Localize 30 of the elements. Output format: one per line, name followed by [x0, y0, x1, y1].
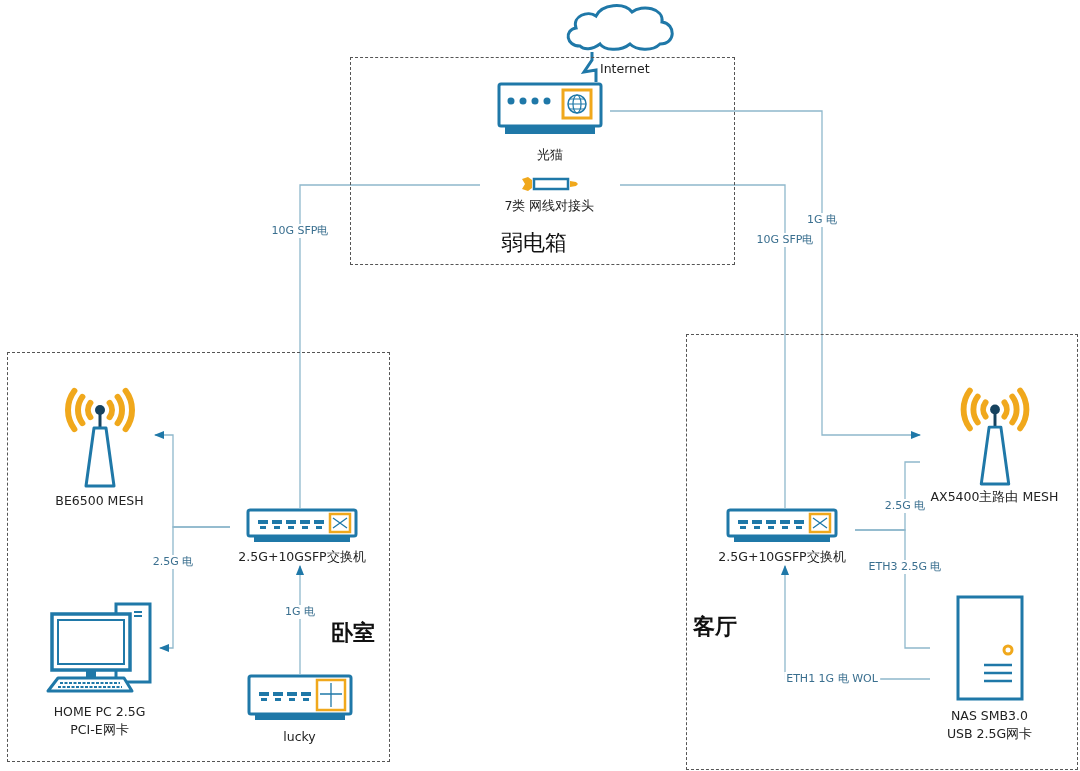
device-label: NAS SMB3.0 USB 2.5G网卡 [945, 706, 1034, 743]
device-label: AX5400主路由 MESH [929, 487, 1060, 506]
edge-label: ETH1 1G 电 WOL [784, 672, 880, 686]
lightning-link [580, 52, 598, 82]
edge-label: 2.5G 电 [150, 555, 196, 569]
device-label: 2.5G+10GSFP交换机 [717, 547, 847, 566]
edge-label: 1G 电 [805, 213, 839, 227]
cable-line [158, 526, 231, 653]
cable-line [295, 564, 305, 675]
edge-label: ETH3 2.5G 电 [866, 560, 944, 574]
cable-line [609, 110, 922, 440]
zone-title: 客厅 [693, 613, 737, 641]
edge-label: 10G SFP电 [269, 224, 331, 238]
device-label: lucky [282, 727, 317, 746]
device-label: BE6500 MESH [54, 491, 145, 510]
edge-label: 1G 电 [283, 605, 317, 619]
zone-title: 弱电箱 [501, 229, 567, 257]
device-label: HOME PC 2.5G PCI-E网卡 [52, 702, 147, 739]
device-label: 2.5G+10GSFP交换机 [237, 547, 367, 566]
edge-label: 10G SFP电 [754, 233, 816, 247]
room-zone [7, 352, 390, 762]
cable-line [299, 184, 481, 509]
room-zone [350, 57, 735, 265]
zone-title: 卧室 [331, 619, 375, 647]
device-label: 7类 网线对接头 [503, 196, 596, 215]
device-label: 光猫 [535, 145, 564, 164]
node-caption: Internet [600, 61, 650, 76]
cable-line [619, 184, 786, 509]
cable-line [854, 529, 931, 649]
edge-label: 2.5G 电 [882, 499, 928, 513]
